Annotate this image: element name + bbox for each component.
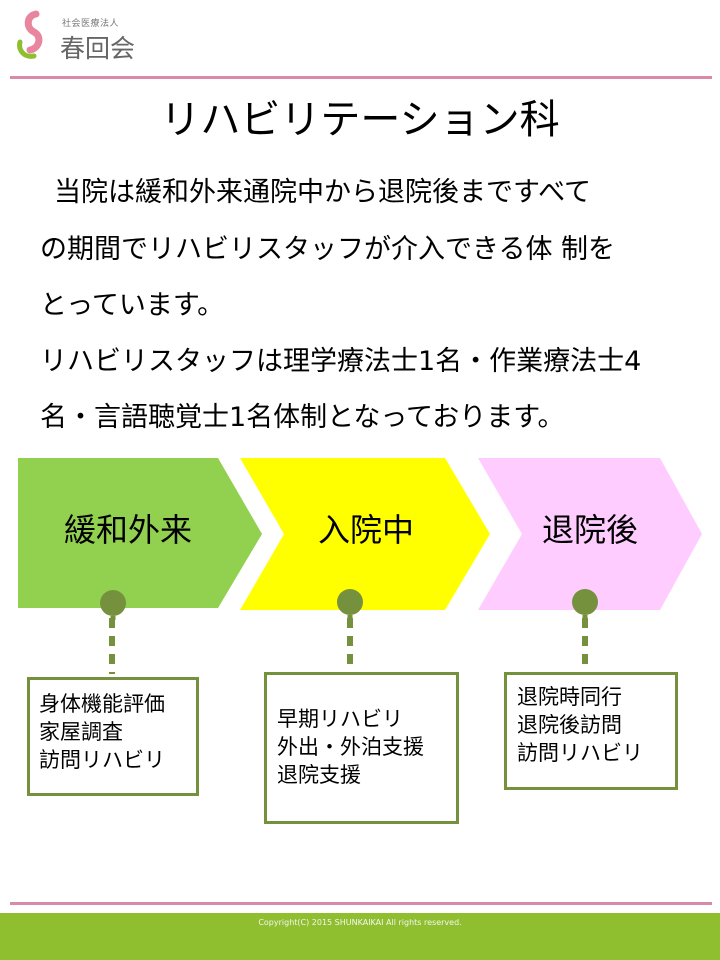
- list-item: 訪問リハビリ: [39, 748, 165, 772]
- stage-label-outpatient: 緩和外来: [63, 511, 192, 549]
- connector-inpatient: [337, 589, 363, 620]
- list-item: 外出・外泊支援: [277, 735, 424, 759]
- footer-bar: [0, 913, 720, 960]
- process-flow: [18, 458, 702, 620]
- connector-lines: [109, 618, 588, 674]
- logo-mark-icon: [17, 10, 43, 59]
- stage-label-inpatient: 入院中: [317, 511, 414, 549]
- stage-arrow-post-discharge: [478, 458, 702, 610]
- intro-line-5: 名・言語聴覚士1名体制となっております。: [40, 402, 565, 433]
- list-item: 身体機能評価: [39, 692, 165, 716]
- list-item: 退院後訪問: [517, 713, 622, 737]
- copyright-text: Copyright(C) 2015 SHUNKAIKAI All rights …: [258, 918, 462, 927]
- header-divider: [10, 76, 712, 79]
- stage-arrow-outpatient: [18, 458, 262, 608]
- list-item: 家屋調査: [39, 720, 123, 744]
- intro-line-3: とっています。: [40, 290, 225, 321]
- list-item: 訪問リハビリ: [517, 741, 643, 765]
- page-title: リハビリテーション科: [160, 97, 560, 143]
- list-item: 退院支援: [277, 763, 361, 787]
- list-item: 早期リハビリ: [277, 707, 403, 731]
- stage-arrow-inpatient: [240, 458, 490, 610]
- list-item: 退院時同行: [517, 685, 622, 709]
- footer-divider: [10, 902, 712, 905]
- stage-detail-inpatient: 早期リハビリ 外出・外泊支援 退院支援: [264, 672, 459, 824]
- intro-line-4: リハビリスタッフは理学療法士1名・作業療法士4: [40, 346, 642, 377]
- intro-line-1: 当院は緩和外来通院中から退院後まですべて: [54, 177, 592, 208]
- stage-detail-outpatient: 身体機能評価 家屋調査 訪問リハビリ: [27, 677, 199, 796]
- org-logo: 社会医療法人 春回会: [14, 10, 135, 64]
- intro-line-2: の期間でリハビリスタッフが介入できる体 制を: [40, 234, 616, 265]
- org-subtitle: 社会医療法人: [62, 19, 120, 29]
- connector-post-discharge: [572, 589, 598, 620]
- stage-label-post-discharge: 退院後: [541, 511, 638, 549]
- connector-outpatient: [100, 590, 126, 620]
- org-name: 春回会: [60, 34, 136, 63]
- stage-detail-post-discharge: 退院時同行 退院後訪問 訪問リハビリ: [504, 672, 678, 790]
